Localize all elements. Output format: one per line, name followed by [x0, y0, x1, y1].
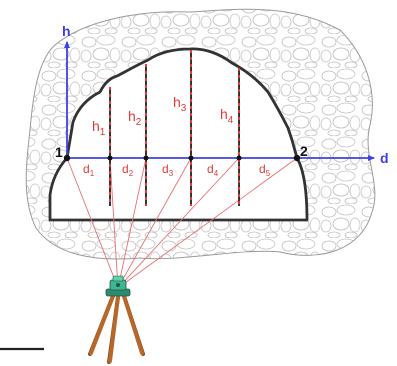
- height-label-2: h2: [128, 108, 142, 128]
- ray-to-point-2: [117, 157, 298, 289]
- h-axis-label: h: [62, 23, 71, 39]
- total-station-icon: [105, 275, 131, 297]
- mark-1-dot: [107, 155, 113, 161]
- distance-label-3: d3: [162, 162, 174, 178]
- mark-3-dot: [188, 155, 194, 161]
- point-1-label: 1: [55, 144, 63, 160]
- distance-label-4: d4: [207, 162, 219, 178]
- survey-rays: [66, 157, 298, 289]
- distance-label-5: d5: [259, 162, 271, 178]
- tunnel-outline: [48, 47, 309, 222]
- distance-label-1: d1: [83, 162, 95, 178]
- d-axis-label: d: [380, 150, 389, 166]
- height-lines: [109, 50, 240, 206]
- point-1-dot: [63, 154, 71, 162]
- height-label-1: h1: [92, 118, 106, 138]
- tripod: [88, 294, 145, 364]
- ray-to-point-1: [66, 157, 119, 289]
- height-label-3: h3: [173, 94, 187, 114]
- ray-to-mark-2: [117, 157, 147, 289]
- mark-4-dot: [236, 155, 242, 161]
- point-2-label: 2: [300, 143, 308, 159]
- tunnel-interior: [50, 48, 307, 220]
- ray-to-mark-3: [117, 157, 192, 289]
- ray-to-mark-4: [117, 157, 240, 289]
- mark-2-dot: [143, 155, 149, 161]
- baseline-points: [63, 154, 301, 162]
- ray-to-mark-1: [109, 157, 119, 289]
- point-2-dot: [293, 154, 301, 162]
- height-label-4: h4: [220, 106, 234, 126]
- distance-label-2: d2: [122, 162, 134, 178]
